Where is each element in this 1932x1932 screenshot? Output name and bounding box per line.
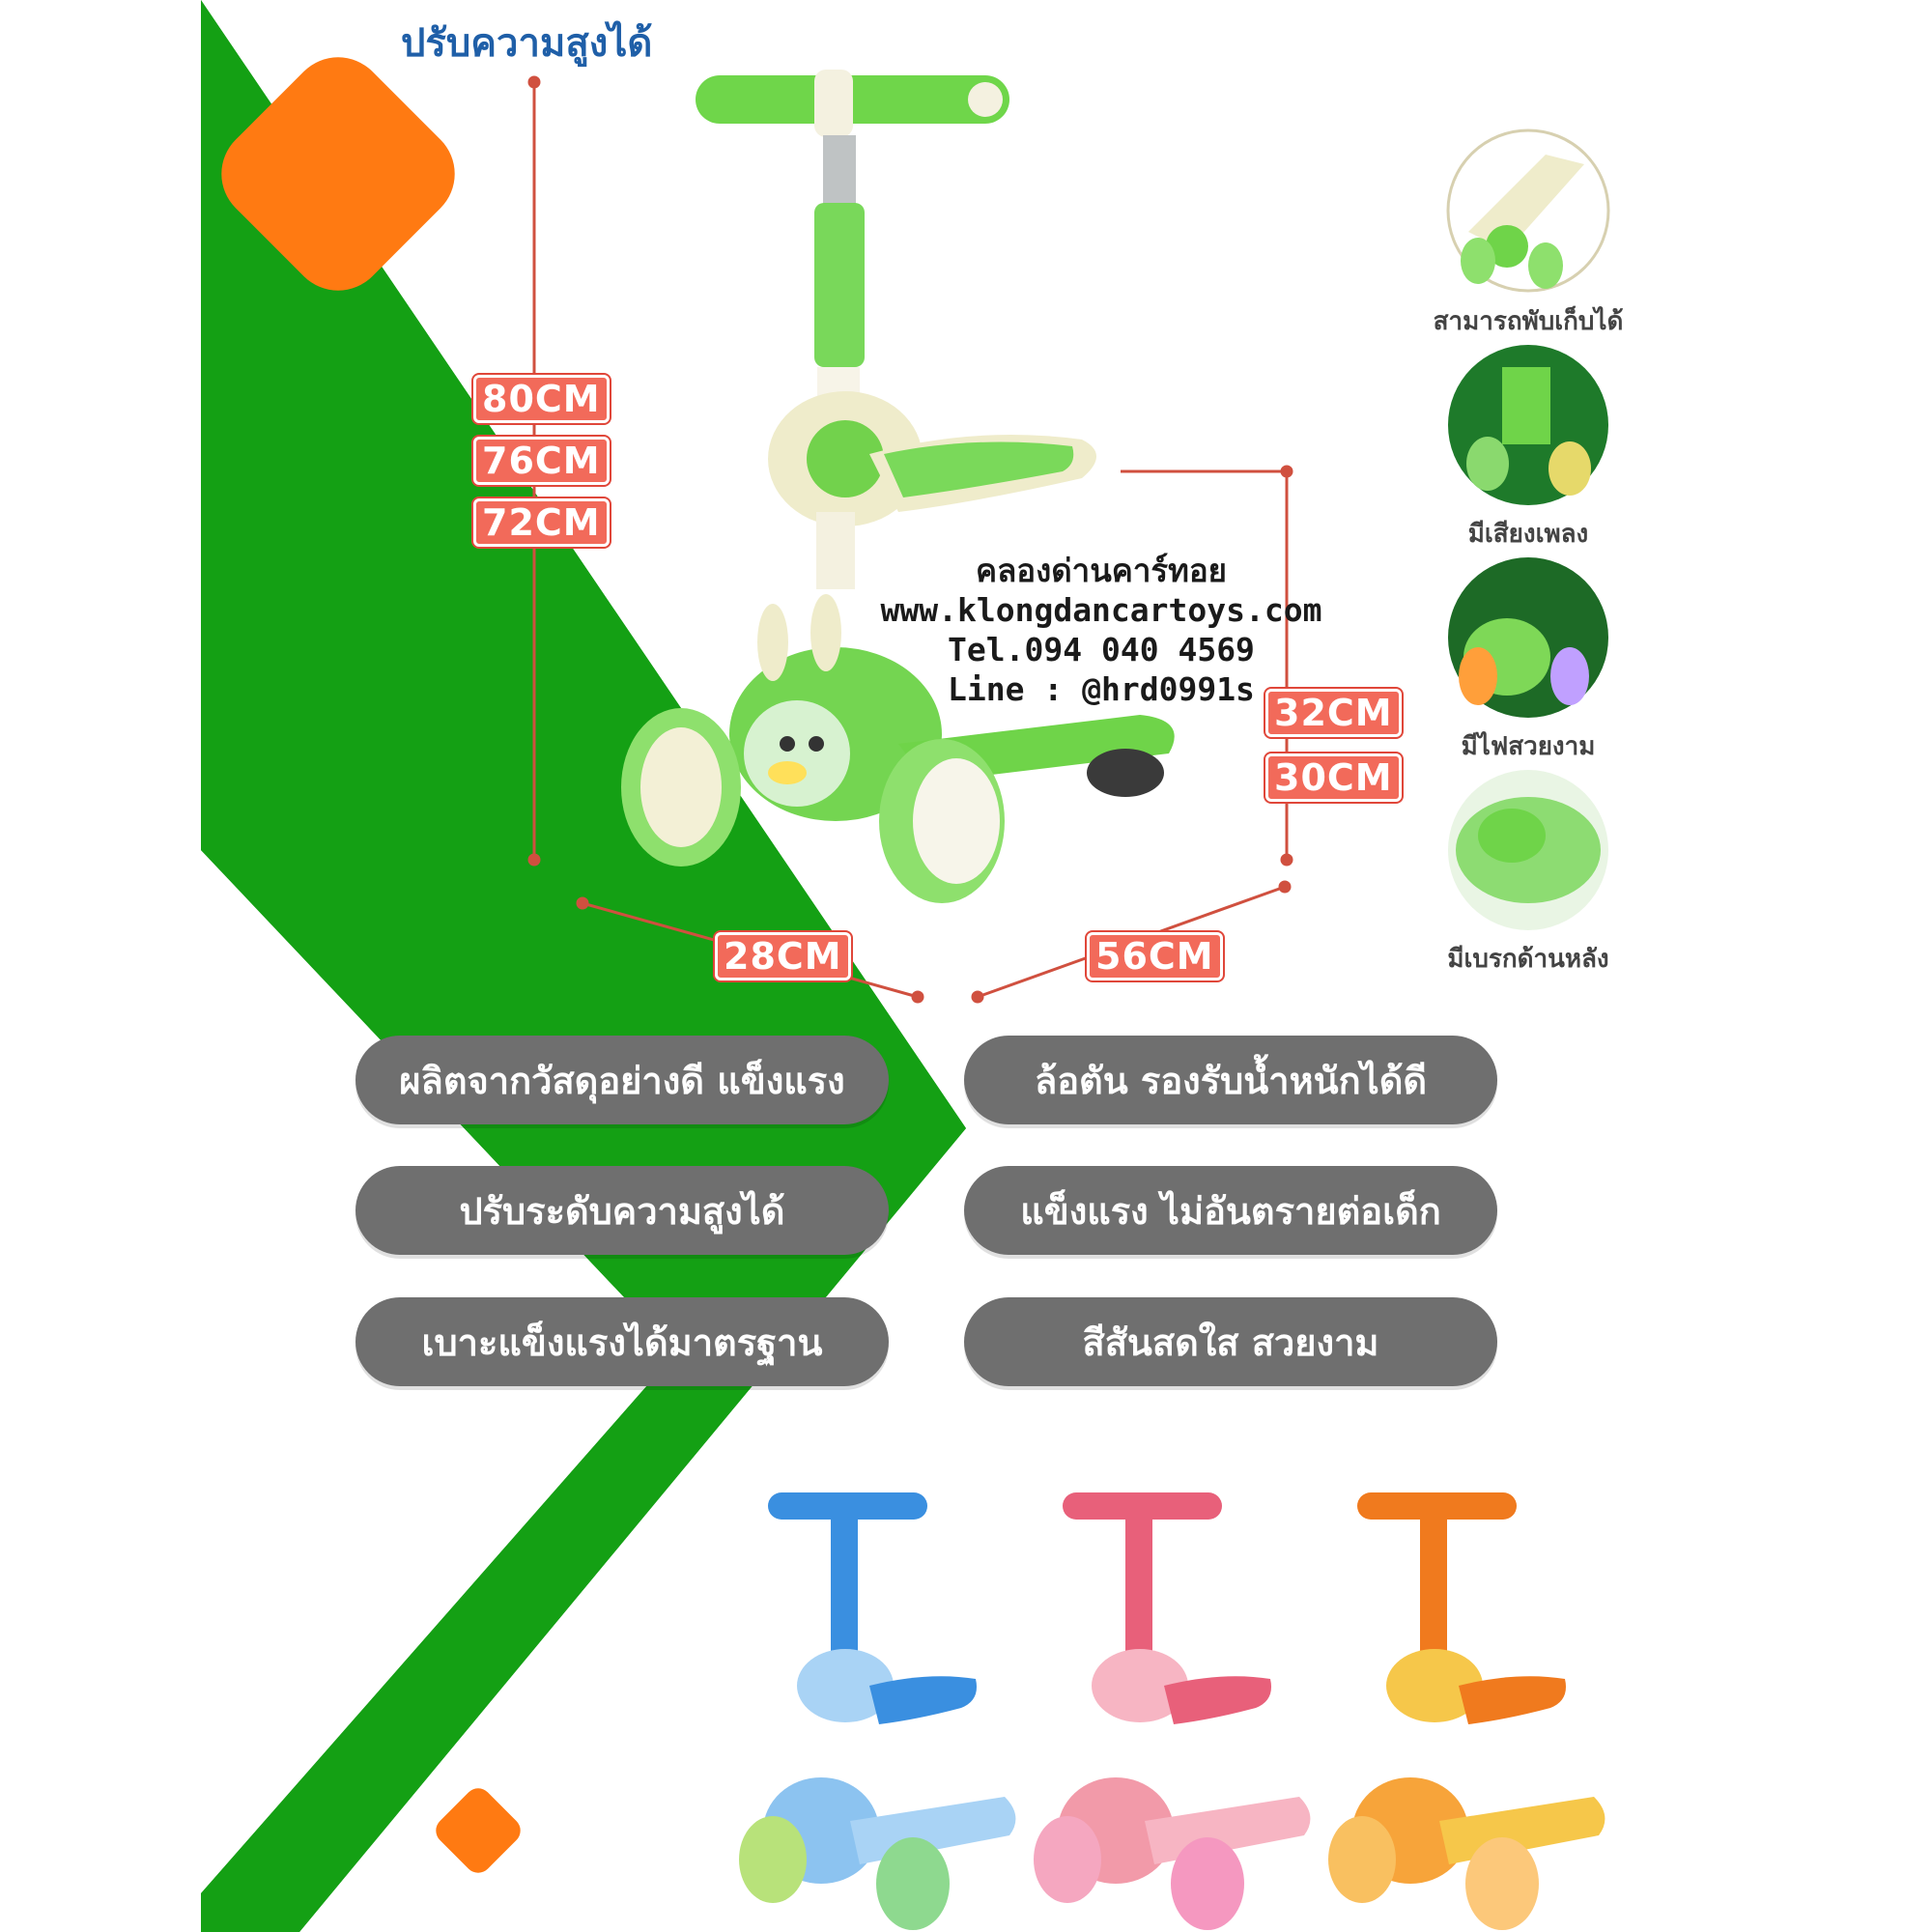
feature-pill-safe: แข็งแรง ไม่อันตรายต่อเด็ก (964, 1166, 1497, 1255)
height-label-76: 76CM (473, 437, 610, 485)
variant-pink (1034, 1492, 1311, 1930)
main-scooter-illustration (621, 70, 1175, 903)
orange-deco-large (221, 57, 455, 291)
height-label-80: 80CM (473, 375, 610, 423)
length-label: 56CM (1087, 932, 1223, 980)
variant-blue (739, 1492, 1016, 1930)
feature-circle-art (1446, 128, 1610, 930)
height-label-72: 72CM (473, 498, 610, 547)
feature-pill-seat: เบาะแข็งแรงได้มาตรฐาน (355, 1297, 889, 1386)
seat-height-label-32: 32CM (1265, 689, 1402, 737)
shop-website[interactable]: www.klongdancartoys.com (880, 591, 1322, 629)
width-label: 28CM (715, 932, 851, 980)
seat-height-label-30: 30CM (1265, 753, 1402, 802)
feature-pill-adjustable: ปรับระดับความสูงได้ (355, 1166, 889, 1255)
feature-label-lights: มีไฟสวยงาม (1461, 732, 1596, 761)
feature-label-brake: มีเบรกด้านหลัง (1447, 945, 1609, 974)
feature-pill-material: ผลิตจากวัสดุอย่างดี แข็งแรง (355, 1036, 889, 1124)
shop-tel: Tel.094 040 4569 (948, 631, 1255, 668)
dimension-lines (527, 75, 1293, 1004)
page-title: ปรับความสูงได้ (401, 21, 653, 66)
shop-info: คลองด่านคาร์ทอย www.klongdancartoys.com … (831, 551, 1372, 709)
feature-label-foldable: สามารถพับเก็บได้ (1433, 307, 1624, 336)
variant-orange (1328, 1492, 1605, 1930)
feature-label-music: มีเสียงเพลง (1467, 520, 1589, 549)
feature-pill-wheels: ล้อตัน รองรับน้ำหนักได้ดี (964, 1036, 1497, 1124)
shop-line: Line : @hrd0991s (948, 670, 1255, 708)
variant-scooters (739, 1492, 1605, 1930)
feature-pill-colors: สีสันสดใส สวยงาม (964, 1297, 1497, 1386)
orange-deco-small (436, 1788, 521, 1873)
shop-name: คลองด่านคาร์ทอย (976, 552, 1227, 589)
